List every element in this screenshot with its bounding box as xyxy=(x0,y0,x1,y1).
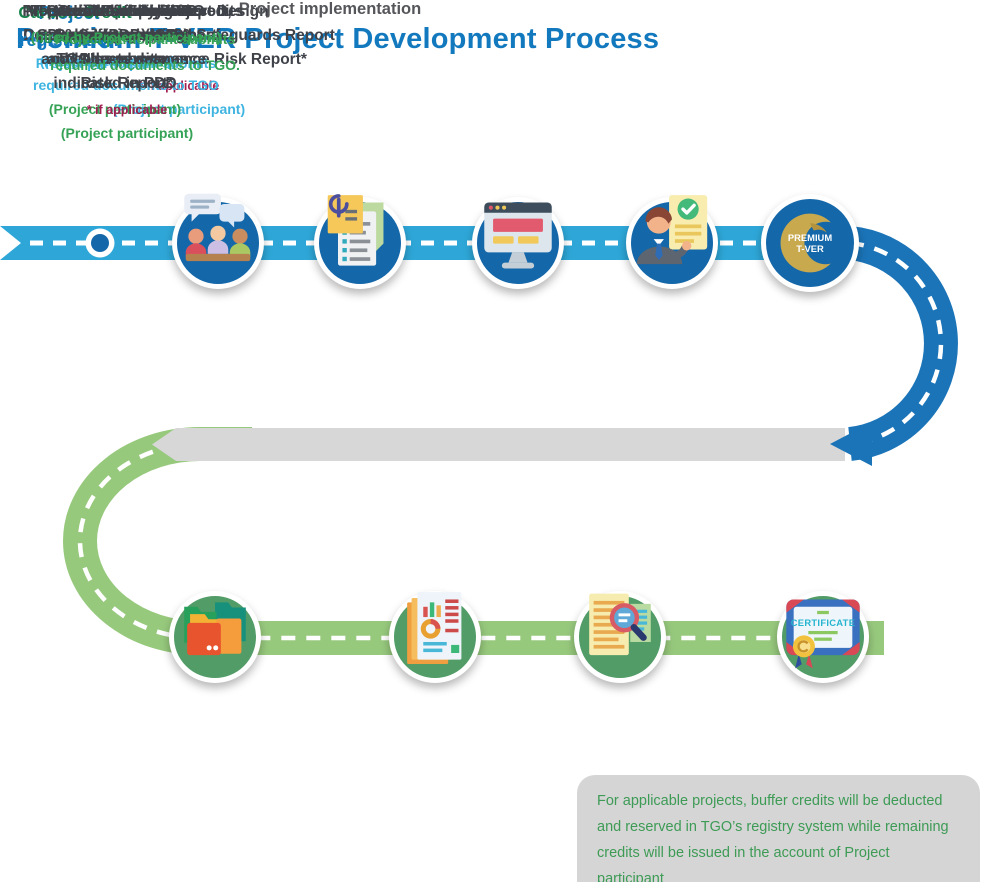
issuance-sub2: required documents to TGO. xyxy=(50,57,240,73)
start-chevron xyxy=(0,226,21,260)
moc-sub: (Project participant) xyxy=(39,53,173,69)
tgo-comments-line3: TGO’s website xyxy=(56,51,164,68)
monitors-line2: reduction or removal xyxy=(37,27,193,44)
monitors-line1: Monitors results of GHG xyxy=(25,3,205,20)
logo-text-premium: PREMIUM xyxy=(788,233,832,243)
pdd-step: Prepares Project Design Document (PDD) ,… xyxy=(0,0,358,120)
monrep-line2: SD & Safeguards Report xyxy=(36,27,217,44)
monrep-note: * if applicable xyxy=(86,103,168,117)
node-premium-tver-logo: PREMIUM T-VER xyxy=(761,194,859,292)
tver-reg-sub2: required documents to TGO xyxy=(33,77,219,93)
page-title: Premium T-VER Project Development Proces… xyxy=(16,23,660,56)
stakeholder-line1: Hold a local xyxy=(66,3,154,20)
tgo-comments-line1: TGO calls for public xyxy=(36,3,184,20)
meeting-icon xyxy=(184,193,251,262)
note-line3: credits will be issued in the account of… xyxy=(597,845,890,882)
monrep-sub: (Project participant) xyxy=(60,125,194,141)
validation-step: Validation by VVB (hired by Project part… xyxy=(0,0,252,48)
carbon-credit-line1: Carbon Credit xyxy=(18,3,132,22)
carbon-credit-section: Carbon Credit Issuance xyxy=(0,0,150,50)
premium-tver-logo-icon: PREMIUM T-VER xyxy=(780,213,832,273)
monitors-step: Monitors results of GHG reduction or rem… xyxy=(0,0,230,120)
registration-milestone: Project registration xyxy=(0,0,138,54)
verification-step: Verification by VVB (hired by Project pa… xyxy=(0,0,252,48)
pdd-sub: (Project participant) xyxy=(112,101,246,117)
moc-step: Prepares Modality of Communication (MoC)… xyxy=(0,0,212,72)
monitors-sub: (Project participant) xyxy=(48,101,182,117)
pdd-note: * if applicable xyxy=(138,79,220,93)
monrep-line3: and Non-permanence xyxy=(47,51,207,68)
monrep-line4: Risk Report* xyxy=(80,75,174,92)
note-line2: and reserved in TGO’s registry system wh… xyxy=(597,819,949,835)
validation-sub: (hired by Project participant) xyxy=(30,29,222,45)
tver-reg-sub1: Project participant submits xyxy=(35,55,217,71)
pdd-document-icon xyxy=(327,194,384,266)
validation-title: Validation by VVB xyxy=(60,3,192,20)
monitoring-report-step: Prepares Monitoring Report, SD & Safegua… xyxy=(0,0,254,144)
issuance-title: Issuance of carbon credits xyxy=(46,3,244,20)
tgo-comments-step: TGO calls for public comments on TGO’s w… xyxy=(0,0,220,72)
node-carbon-credit-certificate: CERTIFICATE xyxy=(777,591,869,683)
monitors-line4: indicated in PDD xyxy=(53,75,177,92)
note-line1: For applicable projects, buffer credits … xyxy=(597,793,943,809)
green-road-dashes xyxy=(77,441,862,641)
milestone-line1: Project xyxy=(38,3,100,23)
issuance-step: Issuance of carbon credits Project parti… xyxy=(0,0,290,78)
node-pdd-documents xyxy=(314,194,406,289)
milestone-line2: registration xyxy=(19,30,119,50)
implementation-band xyxy=(152,428,845,461)
tgo-comments-line2: comments on xyxy=(59,27,161,44)
validator-person-icon xyxy=(636,195,708,265)
monrep-line1: Prepares Monitoring Report, xyxy=(22,3,232,20)
buffer-credits-note: For applicable projects, buffer credits … xyxy=(577,775,980,882)
folders-icon xyxy=(184,602,246,656)
monitors-line3: and collects data as xyxy=(41,51,189,68)
issuance-sub1: Project participant submits xyxy=(54,31,236,47)
verification-sub: (hired by Project participant) xyxy=(30,29,222,45)
implementation-label: Project implementation xyxy=(238,0,422,18)
certificate-icon: CERTIFICATE xyxy=(786,599,860,669)
node-monitoring xyxy=(169,591,261,683)
stakeholder-step: Hold a local stakeholder meeting (Projec… xyxy=(0,0,220,72)
logo-text-tver: T-VER xyxy=(796,244,824,254)
pdd-title-line3: and Non-permanence Risk Report* xyxy=(51,51,307,68)
start-marker-dot xyxy=(91,234,109,252)
moc-title-line1: Prepares Modality of xyxy=(29,3,183,20)
node-stakeholder-meeting xyxy=(172,193,264,289)
stakeholder-line2: stakeholder meeting xyxy=(34,27,186,44)
certificate-text: CERTIFICATE xyxy=(791,618,856,628)
tver-reg-line1: T-VER xyxy=(103,3,149,20)
moc-title-line2: Communication (MoC) xyxy=(23,27,189,44)
monitoring-report-icon xyxy=(407,592,462,664)
carbon-credit-line2: Issuance xyxy=(38,28,112,47)
tver-reg-line2: Project registration xyxy=(54,27,198,44)
node-public-comments xyxy=(472,197,564,289)
computer-icon xyxy=(484,202,552,269)
tver-registration-step: T-VER Project registration Project parti… xyxy=(0,0,252,96)
node-monitoring-report xyxy=(389,591,481,683)
blue-curve xyxy=(847,226,958,461)
node-validation-vvb xyxy=(626,195,718,289)
pdd-title-line2: Document (PDD) ,SD & Safeguards Report xyxy=(23,27,335,44)
pdd-title-line1: Prepares Project Design xyxy=(89,3,269,20)
verification-title: Verification by VVB xyxy=(54,3,198,20)
blue-arrowhead xyxy=(830,422,872,466)
blue-curve-dashes xyxy=(849,240,944,447)
stakeholder-sub: (Project participant) xyxy=(43,53,177,69)
node-verification-vvb xyxy=(574,591,666,683)
verification-magnifier-icon xyxy=(589,593,651,656)
